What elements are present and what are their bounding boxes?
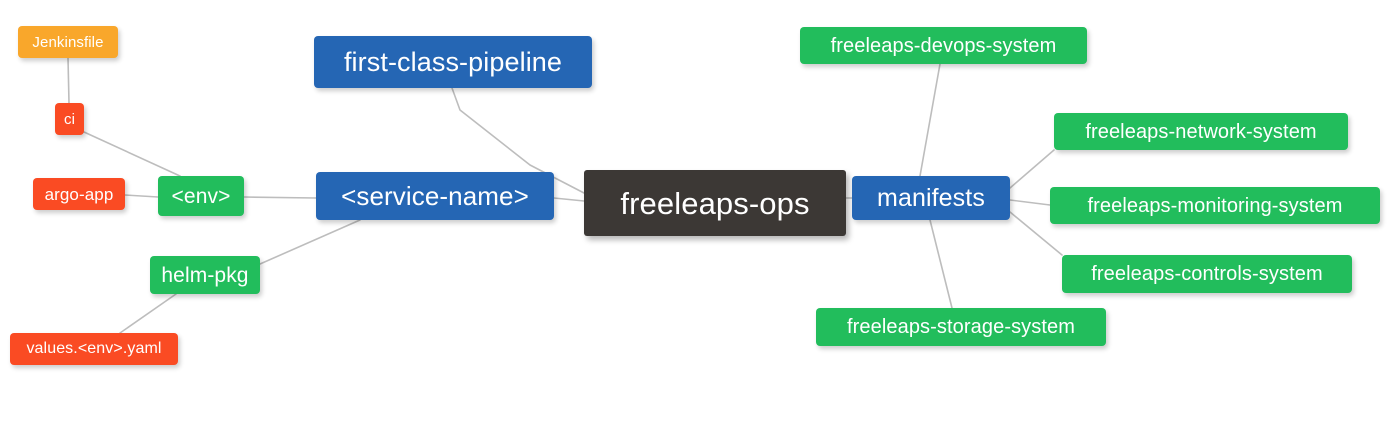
- node-freeleaps-ops[interactable]: freeleaps-ops: [584, 170, 846, 236]
- node-label: <env>: [171, 184, 231, 208]
- edge-manifests-to-freeleaps-devops-system: [919, 63, 941, 177]
- edge-manifests-to-freeleaps-monitoring-system: [1009, 199, 1051, 206]
- node-label: helm-pkg: [161, 263, 249, 287]
- node-service-name[interactable]: <service-name>: [316, 172, 554, 220]
- node-label: argo-app: [44, 184, 114, 204]
- edge-freeleaps-ops-to-service-name: [553, 197, 585, 202]
- node-Jenkinsfile[interactable]: Jenkinsfile: [18, 26, 118, 58]
- edge-helm-pkg-to-values-env-yaml: [119, 293, 177, 334]
- node-freeleaps-storage-system[interactable]: freeleaps-storage-system: [816, 308, 1106, 346]
- node-ci[interactable]: ci: [55, 103, 84, 135]
- node-label: freeleaps-ops: [620, 185, 810, 221]
- edge-service-name-to-env: [243, 196, 317, 199]
- node-label: <service-name>: [341, 181, 529, 211]
- node-first-class-pipeline[interactable]: first-class-pipeline: [314, 36, 592, 88]
- node-argo-app[interactable]: argo-app: [33, 178, 125, 210]
- node-label: freeleaps-network-system: [1085, 120, 1317, 143]
- node-label: freeleaps-monitoring-system: [1087, 194, 1343, 217]
- node-label: first-class-pipeline: [343, 46, 563, 77]
- edge-service-name-to-helm-pkg: [259, 219, 361, 265]
- node-label: manifests: [877, 183, 985, 212]
- node-freeleaps-devops-system[interactable]: freeleaps-devops-system: [800, 27, 1087, 64]
- node-env[interactable]: <env>: [158, 176, 244, 216]
- node-freeleaps-monitoring-system[interactable]: freeleaps-monitoring-system: [1050, 187, 1380, 224]
- node-freeleaps-controls-system[interactable]: freeleaps-controls-system: [1062, 255, 1352, 293]
- edge-manifests-to-freeleaps-storage-system: [929, 219, 953, 309]
- node-label: values.<env>.yaml: [26, 340, 162, 357]
- node-manifests[interactable]: manifests: [852, 176, 1010, 220]
- node-values-env-yaml[interactable]: values.<env>.yaml: [10, 333, 178, 365]
- edge-manifests-to-freeleaps-network-system: [1009, 149, 1055, 189]
- node-label: freeleaps-devops-system: [830, 34, 1057, 57]
- node-label: freeleaps-storage-system: [846, 316, 1076, 338]
- edge-ci-to-Jenkinsfile: [67, 57, 70, 104]
- node-label: ci: [63, 110, 76, 128]
- edge-env-to-ci: [83, 131, 181, 177]
- node-label: Jenkinsfile: [32, 33, 104, 51]
- node-label: freeleaps-controls-system: [1091, 263, 1323, 285]
- node-freeleaps-network-system[interactable]: freeleaps-network-system: [1054, 113, 1348, 150]
- node-helm-pkg[interactable]: helm-pkg: [150, 256, 260, 294]
- edge-env-to-argo-app: [124, 194, 159, 198]
